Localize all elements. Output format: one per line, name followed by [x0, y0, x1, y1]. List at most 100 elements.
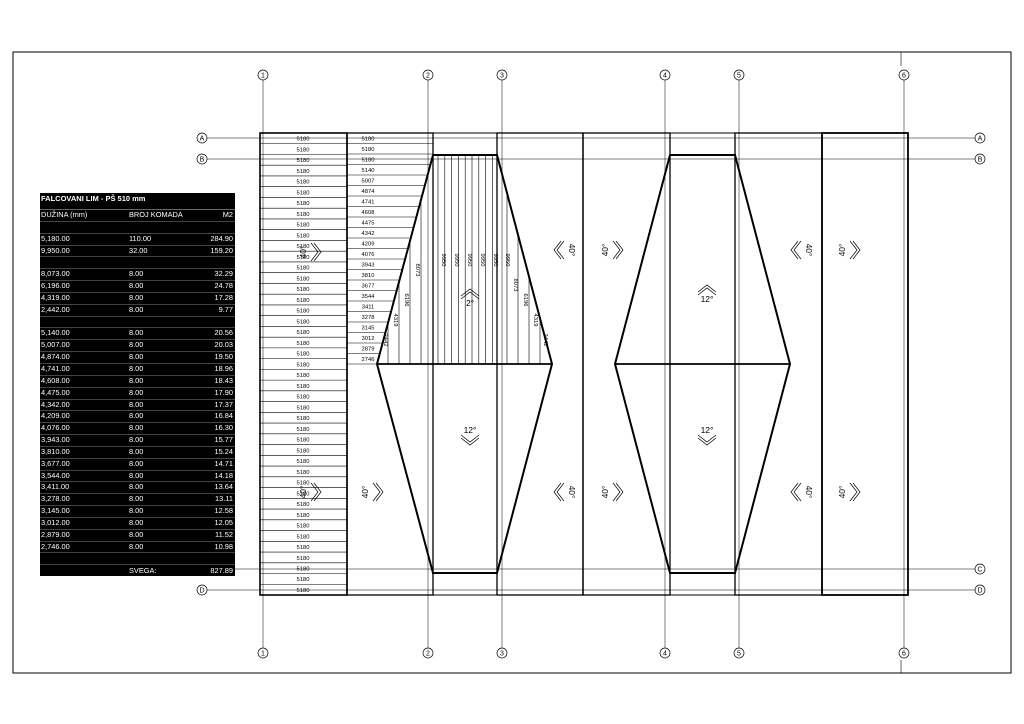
strip-label-middle: 5180	[362, 137, 375, 143]
chevron-icon	[460, 288, 480, 300]
table-cell: 9.77	[218, 304, 233, 314]
chevron-icon	[460, 434, 480, 446]
table-cell: 18.43	[214, 375, 234, 385]
table-spacer	[40, 317, 235, 329]
table-cell: 12.58	[214, 506, 234, 516]
slope-arrow: 40°	[790, 482, 814, 502]
strip-label-middle: 4209	[362, 242, 375, 248]
total-label: SVEGA:	[129, 566, 157, 576]
slope-label: 12°	[701, 425, 714, 435]
chevron-icon	[612, 240, 624, 260]
strip-label-middle: 4076	[362, 252, 375, 258]
strip-label-vertical: 9950	[466, 254, 472, 267]
strip-label-middle: 3677	[362, 284, 375, 290]
grid-label-row: A	[978, 136, 983, 143]
strip-label-middle: 3943	[362, 263, 375, 269]
table-cell: 8.00	[129, 387, 144, 397]
grid-label-row: B	[978, 157, 983, 164]
table-cell: 3,278.00	[41, 494, 70, 504]
table-cell: 17.90	[214, 387, 234, 397]
chevron-icon	[372, 482, 384, 502]
slope-arrow-h: 2°	[460, 288, 480, 308]
table-cell: 15.24	[214, 446, 234, 456]
strip-label-middle: 4741	[362, 200, 375, 206]
grid-bubble-col	[422, 69, 434, 81]
strip-label-left: 5180	[297, 545, 310, 551]
strip-label-left: 5180	[297, 244, 310, 250]
drawing-border	[12, 51, 1012, 674]
table-cell: 10.98	[214, 541, 234, 551]
strip-label-left: 5180	[297, 416, 310, 422]
slope-arrow-h: 12°	[697, 425, 717, 446]
grid-bubble-row	[196, 153, 208, 165]
table-cell: 14.71	[214, 458, 234, 468]
table-spacer	[40, 257, 235, 270]
strip-label-vertical-left: 2442	[382, 334, 388, 347]
strip-label-left: 5180	[297, 309, 310, 315]
table-cell: 8.00	[129, 482, 144, 492]
strip-label-vertical: 9950	[492, 254, 498, 267]
grid-label-col: 6	[902, 73, 906, 80]
header-count: BROJ KOMADA	[129, 210, 183, 219]
table-cell: 8.00	[129, 281, 144, 291]
table-cell: 24.78	[214, 281, 234, 291]
table-cell: 32.29	[214, 269, 234, 279]
table-cell: 17.28	[214, 292, 234, 302]
grid-label-col: 3	[500, 73, 504, 80]
table-cell: 8.00	[129, 352, 144, 362]
strip-label-left: 5180	[297, 212, 310, 218]
table-cell: 8.00	[129, 423, 144, 433]
strip-label-vertical: 9950	[479, 254, 485, 267]
table-cell: 3,943.00	[41, 435, 70, 445]
grid-label-row: C	[977, 567, 982, 574]
grid-bubble-col	[659, 647, 671, 659]
slope-arrow: 40°	[837, 482, 861, 502]
strip-label-left: 5180	[297, 534, 310, 540]
grid-bubble-col	[257, 647, 269, 659]
slope-arrow: 40°	[298, 242, 322, 262]
strip-label-left: 5180	[297, 405, 310, 411]
table-cell: 8.00	[129, 517, 144, 527]
strip-label-middle: 3411	[362, 305, 374, 311]
table-cell: 8.00	[129, 340, 144, 350]
strip-label-left: 5180	[297, 491, 310, 497]
strip-label-left: 5180	[297, 223, 310, 229]
table-cell: 3,411.00	[41, 482, 70, 492]
strip-label-left: 5180	[297, 233, 310, 239]
table-cell: 16.30	[214, 423, 234, 433]
table-cell: 5,140.00	[41, 328, 70, 338]
strip-label-vertical-left: 8073	[414, 264, 420, 277]
grid-label-col: 1	[261, 73, 265, 80]
chevron-icon	[310, 242, 322, 262]
table-cell: 4,342.00	[41, 399, 70, 409]
slope-label: 40°	[567, 244, 577, 257]
grid-label-col: 2	[426, 651, 430, 658]
strip-label-middle: 2746	[362, 357, 375, 363]
strip-label-vertical: 9950	[453, 254, 459, 267]
strip-label-left: 5180	[297, 287, 310, 293]
grid-bubbles: 112233445566AABBCCDD	[196, 69, 986, 659]
strip-label-left: 5180	[297, 169, 310, 175]
slope-label: 40°	[360, 486, 370, 499]
table-cell: 19.50	[214, 352, 234, 362]
strip-label-left: 5180	[297, 352, 310, 358]
table-cell: 14.18	[214, 470, 234, 480]
strip-label-left: 5180	[297, 470, 310, 476]
table-cell: 8.00	[129, 494, 144, 504]
chevron-icon	[553, 482, 565, 502]
grid-label-col: 2	[426, 73, 430, 80]
grid-bubble-row	[974, 563, 986, 575]
slope-arrow-h: 12°	[460, 425, 480, 446]
grid-bubble-col	[422, 647, 434, 659]
strip-label-left: 5180	[297, 255, 310, 261]
table-cell: 8.00	[129, 304, 144, 314]
